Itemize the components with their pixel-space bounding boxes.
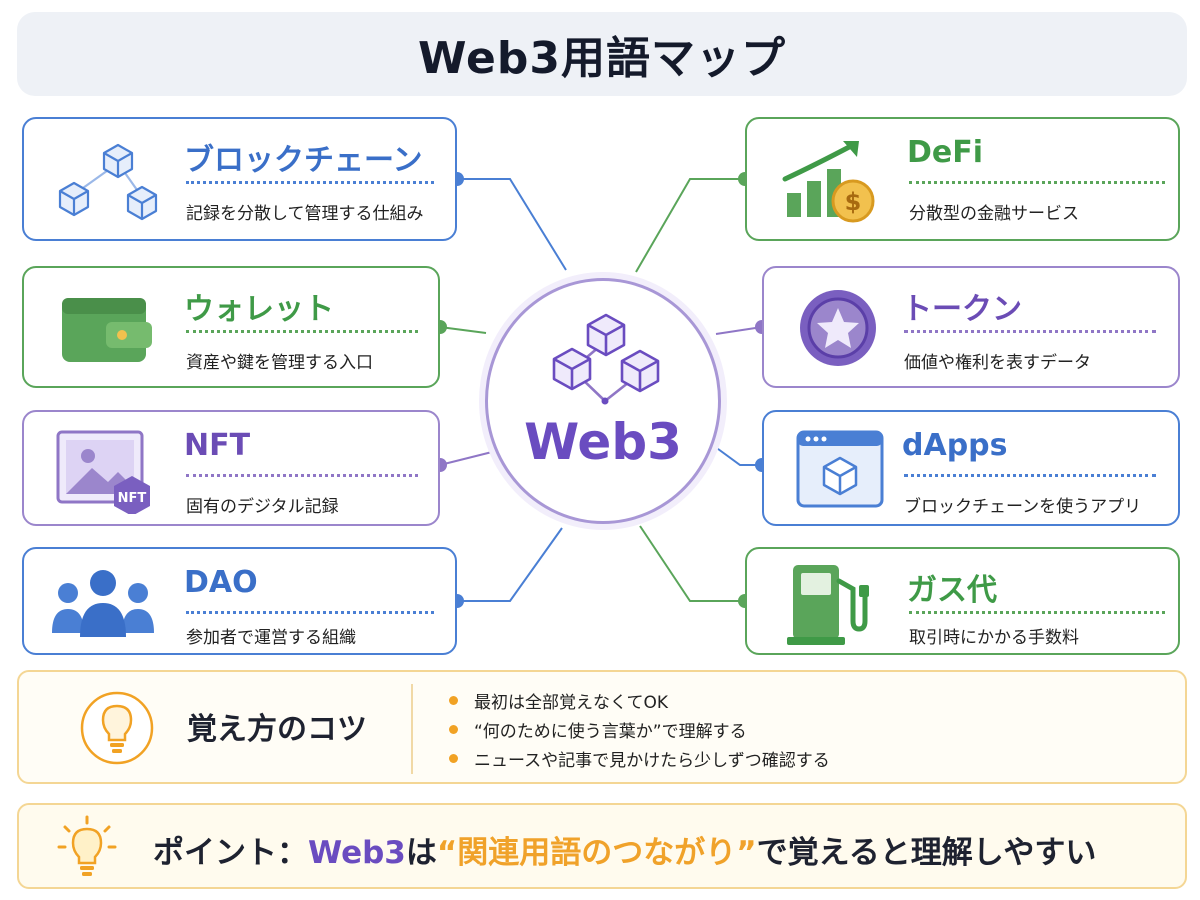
point-suffix: で覚えると理解しやすい: [756, 835, 1097, 871]
card-divider: [909, 611, 1165, 614]
lightbulb-icon: [80, 691, 154, 765]
card-divider: [909, 181, 1165, 184]
point-prefix: ポイント：: [153, 835, 308, 871]
point-banner: ポイント：Web3は“関連用語のつながり”で覚えると理解しやすい: [17, 803, 1187, 889]
title-bar: Web3用語マップ: [17, 12, 1187, 96]
bullet-dot: [449, 696, 458, 705]
card-divider: [186, 474, 418, 477]
card-title-dapps: dApps: [902, 428, 1008, 463]
card-desc-blockchain: 記録を分散して管理する仕組み: [186, 204, 424, 224]
connector-blockchain: [457, 178, 567, 271]
card-desc-wallet: 資産や鍵を管理する入口: [186, 353, 373, 373]
card-desc-defi: 分散型の金融サービス: [909, 204, 1079, 224]
card-wallet: ウォレット 資産や鍵を管理する入口: [22, 266, 440, 388]
point-particle: は: [405, 835, 437, 871]
card-title-nft: NFT: [184, 428, 251, 463]
card-token: トークン 価値や権利を表すデータ: [762, 266, 1180, 388]
bullet-dot: [449, 754, 458, 763]
card-blockchain: ブロックチェーン 記録を分散して管理する仕組み: [22, 117, 457, 241]
connector-gas: [639, 525, 745, 602]
card-dao: DAO 参加者で運営する組織: [22, 547, 457, 655]
tips-divider: [411, 684, 413, 774]
list-item: “何のために使う言葉か”で理解する: [449, 715, 830, 744]
card-title-token: トークン: [902, 292, 1022, 327]
card-dapps: dApps ブロックチェーンを使うアプリ: [762, 410, 1180, 526]
card-title-gas: ガス代: [907, 573, 997, 608]
tip-text: 最初は全部覚えなくてOK: [474, 693, 669, 713]
connector-dapps: [713, 445, 762, 466]
tips-panel: 覚え方のコツ 最初は全部覚えなくてOK “何のために使う言葉か”で理解する ニュ…: [17, 670, 1187, 784]
card-divider: [186, 330, 418, 333]
hub-label: Web3: [524, 413, 682, 471]
growth-chart-coin-icon: $: [782, 141, 875, 223]
browser-cube-icon: [796, 430, 884, 508]
card-title-defi: DeFi: [907, 135, 984, 170]
card-title-wallet: ウォレット: [184, 292, 334, 327]
list-item: ニュースや記事で見かけたら少しずつ確認する: [449, 744, 830, 773]
point-quote: “関連用語のつながり”: [436, 835, 757, 871]
blockchain-cubes-icon: [58, 143, 158, 221]
connector-wallet: [439, 326, 487, 334]
card-desc-nft: 固有のデジタル記録: [186, 497, 339, 517]
card-desc-token: 価値や権利を表すデータ: [904, 353, 1091, 373]
people-group-icon: [52, 570, 154, 637]
page-title: Web3用語マップ: [418, 33, 786, 84]
connector-nft: [439, 451, 493, 466]
list-item: 最初は全部覚えなくてOK: [449, 686, 830, 715]
tips-list: 最初は全部覚えなくてOK “何のために使う言葉か”で理解する ニュースや記事で見…: [449, 686, 830, 773]
card-divider: [186, 611, 434, 614]
card-title-dao: DAO: [184, 565, 258, 600]
card-desc-dapps: ブロックチェーンを使うアプリ: [904, 497, 1142, 517]
card-title-blockchain: ブロックチェーン: [184, 143, 423, 178]
tip-text: ニュースや記事で見かけたら少しずつ確認する: [474, 751, 830, 771]
connector-defi: [635, 178, 745, 273]
nft-image-icon: NFT: [56, 430, 150, 514]
lightbulb-icon: [57, 815, 117, 876]
tips-heading: 覚え方のコツ: [187, 712, 367, 747]
hub-web3: Web3: [485, 278, 721, 524]
card-nft: NFT NFT 固有のデジタル記録: [22, 410, 440, 526]
card-divider: [904, 474, 1156, 477]
card-desc-gas: 取引時にかかる手数料: [909, 628, 1079, 648]
point-text: ポイント：Web3は“関連用語のつながり”で覚えると理解しやすい: [153, 827, 1096, 872]
fuel-pump-icon: [787, 565, 869, 645]
point-accent: Web3: [308, 835, 406, 871]
card-divider: [186, 181, 434, 184]
tip-text: “何のために使う言葉か”で理解する: [474, 722, 747, 742]
wallet-icon: [62, 298, 152, 362]
card-defi: $ DeFi 分散型の金融サービス: [745, 117, 1180, 241]
card-desc-dao: 参加者で運営する組織: [186, 628, 356, 648]
card-divider: [904, 330, 1156, 333]
bullet-dot: [449, 725, 458, 734]
nft-badge-text: NFT: [118, 491, 147, 506]
blockchain-cubes-icon: [552, 313, 660, 405]
coin-symbol: $: [845, 188, 862, 216]
card-gas: ガス代 取引時にかかる手数料: [745, 547, 1180, 655]
connector-token: [715, 326, 763, 335]
star-coin-icon: [800, 290, 876, 366]
connector-dao: [457, 527, 563, 602]
